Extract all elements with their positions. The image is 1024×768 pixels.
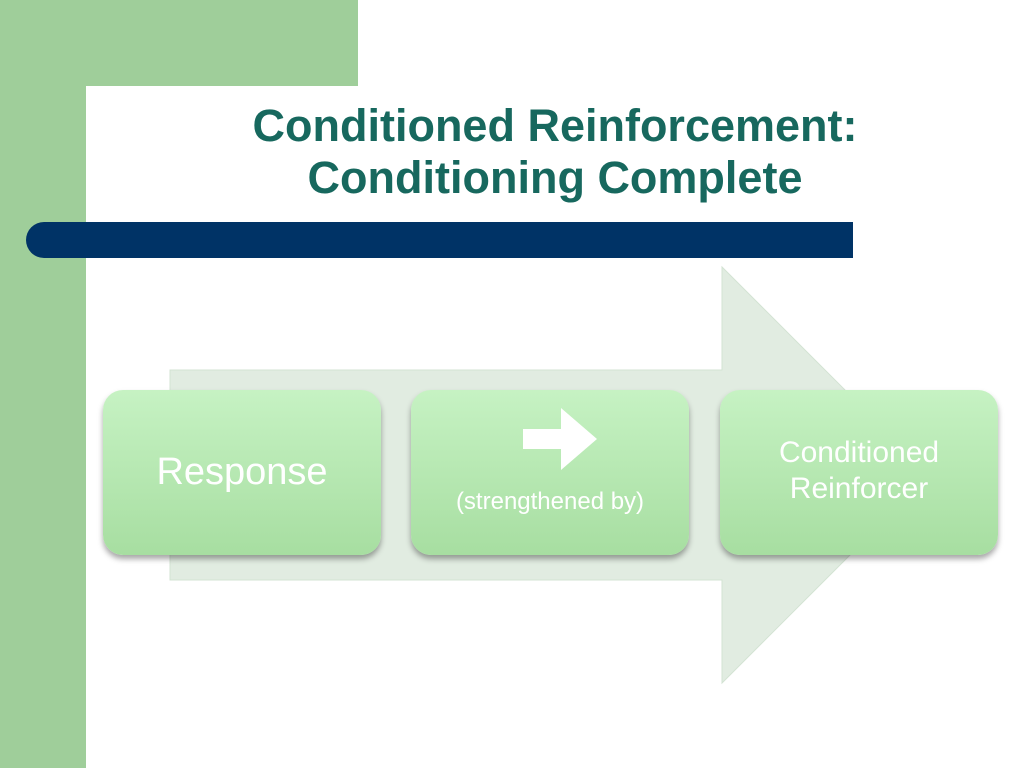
step-response: Response (103, 390, 381, 555)
step-conditioned-reinforcer: Conditioned Reinforcer (720, 390, 998, 555)
title-underline-bar (26, 222, 853, 258)
step-response-label: Response (156, 451, 328, 493)
title-line-2: Conditioning Complete (307, 152, 803, 203)
step-strengthened-by: (strengthened by) (411, 390, 689, 555)
top-green-band (86, 0, 358, 86)
step-reinforcer-line-1: Conditioned (778, 436, 940, 469)
title-line-1: Conditioned Reinforcement: (252, 100, 858, 151)
content-corner (86, 86, 206, 206)
right-arrow-icon (523, 408, 597, 470)
slide-title: Conditioned Reinforcement: Conditioning … (160, 100, 950, 204)
step-strengthened-label: (strengthened by) (455, 488, 645, 515)
step-reinforcer-line-2: Reinforcer (789, 472, 929, 505)
left-green-band (0, 0, 86, 768)
